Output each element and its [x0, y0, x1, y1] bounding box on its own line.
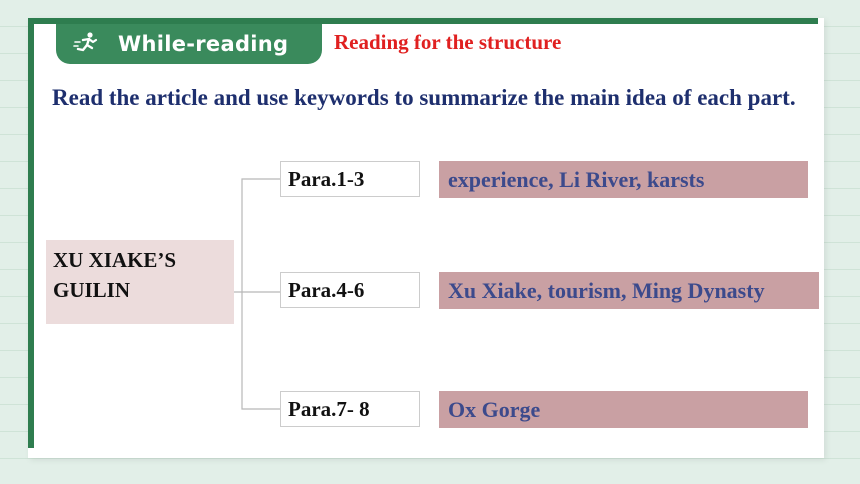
slide-panel [28, 18, 824, 458]
keyword-box-1: experience, Li River, karsts [439, 161, 808, 198]
keyword-box-3: Ox Gorge [439, 391, 808, 428]
para-node-2: Para.4-6 [280, 272, 420, 308]
slide-top-accent-bar [28, 18, 818, 24]
section-tag: While-reading [56, 24, 322, 64]
para-node-3: Para.7- 8 [280, 391, 420, 427]
running-figure-icon [72, 30, 100, 58]
section-tag-label: While-reading [118, 32, 289, 56]
para-node-1: Para.1-3 [280, 161, 420, 197]
section-subtitle: Reading for the structure [334, 30, 562, 54]
diagram-root-node: XU XIAKE’S GUILIN [46, 240, 234, 324]
slide-left-accent-bar [28, 18, 34, 448]
keyword-box-2: Xu Xiake, tourism, Ming Dynasty [439, 272, 819, 309]
task-instruction: Read the article and use keywords to sum… [52, 85, 796, 110]
